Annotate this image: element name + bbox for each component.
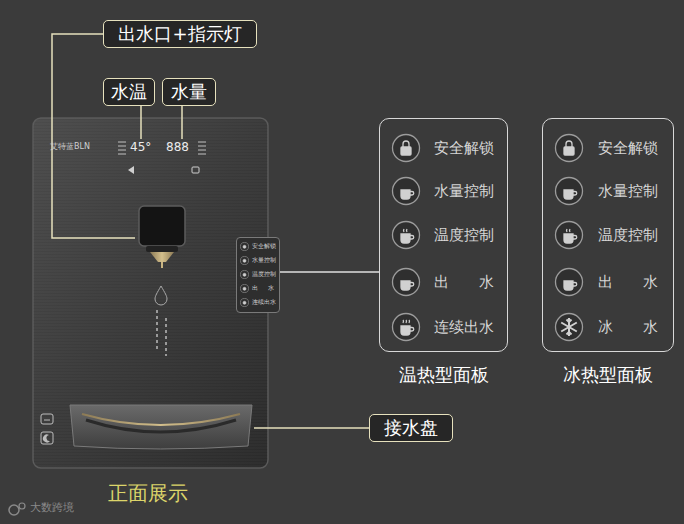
panel-button-text: 冰水 [598,318,658,336]
strip-button-text: 水量控制 [252,257,274,264]
icon-glyph [401,141,411,155]
icon-dot [240,256,249,265]
display-volume: 888 [166,141,189,154]
brand-logo: 艾特蓝BLN [50,143,90,152]
panel-caption: 温热型面板 [380,363,507,387]
strip-button-text: 连续出水 [252,299,274,306]
connector-line [280,271,379,273]
panel-caption: 冰热型面板 [543,363,673,387]
icon-dot [240,284,249,293]
icon-cup [554,176,584,206]
panel-button-text: 连续出水 [434,318,494,336]
icon-glyph [401,281,414,290]
icon-cup [391,267,421,297]
icon-lock [391,133,421,163]
watermark: 大数跨境 [30,502,74,514]
callout-text: 水量 [171,83,207,101]
view-title: 正面展示 [108,482,188,504]
callout-box: 出水口+指示灯 [103,20,257,48]
icon-dot [240,270,249,279]
panel-button-text: 水量控制 [434,182,494,200]
callout-box: 接水盘 [369,414,453,442]
icon-glyph [243,259,246,262]
icon-steam [554,220,584,250]
icon-glyph [401,229,414,243]
icon-glyph [243,287,246,290]
strip-button-text: 出水 [252,285,274,292]
strip-button-text: 安全解锁 [252,243,274,250]
panel-button-text: 温度控制 [598,226,658,244]
panel-button-text: 安全解锁 [598,139,658,157]
strip-button-text: 温度控制 [252,271,274,278]
icon-dot [240,298,249,307]
callout-text: 接水盘 [384,419,438,437]
icon-glyph [564,281,577,290]
icon-glyph [401,190,414,199]
icon-snow [554,312,584,342]
icon-cup [391,176,421,206]
icon-multi [391,312,421,342]
icon-glyph [243,301,246,304]
panel-button-text: 出水 [434,273,494,291]
callout-text: 水温 [111,83,147,101]
icon-glyph [564,229,577,243]
icon-glyph [564,190,577,199]
control-strip: 安全解锁水量控制温度控制出水连续出水 [236,237,280,313]
icon-glyph [401,320,414,335]
panel-button-text: 水量控制 [598,182,658,200]
callout-box: 水量 [162,78,216,106]
callout-text: 出水口+指示灯 [118,25,241,43]
panel-button-text: 出水 [598,273,658,291]
callout-box: 水温 [103,78,155,106]
icon-glyph [564,141,574,155]
icon-glyph [561,318,577,336]
icon-cup [554,267,584,297]
icon-lock [554,133,584,163]
panel-button-text: 温度控制 [434,226,494,244]
icon-glyph [243,273,246,276]
display-temperature: 45° [130,141,151,154]
button-panel: 安全解锁水量控制温度控制出水连续出水温热型面板 [379,118,508,352]
panel-button-text: 安全解锁 [434,139,494,157]
button-panel: 安全解锁水量控制温度控制出水冰水冰热型面板 [542,118,674,352]
icon-glyph [243,245,246,248]
icon-steam [391,220,421,250]
icon-dot [240,242,249,251]
